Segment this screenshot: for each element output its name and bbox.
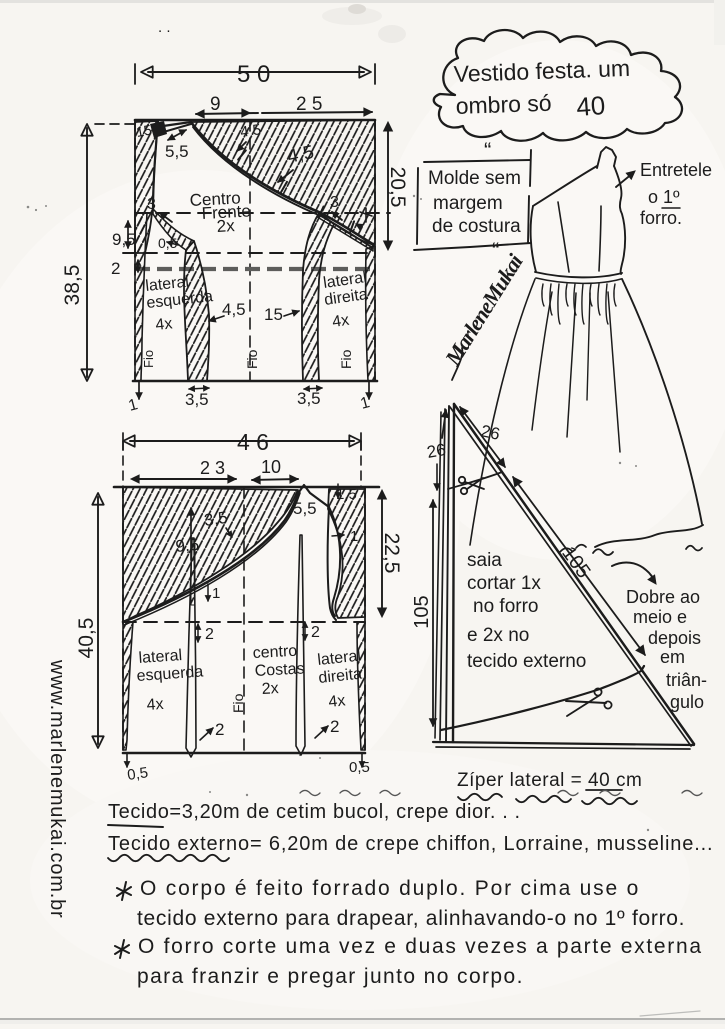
- svg-text:2x: 2x: [216, 216, 235, 236]
- svg-text:10: 10: [261, 457, 281, 477]
- svg-text:Fio: Fio: [230, 693, 246, 713]
- svg-text:9: 9: [210, 94, 221, 115]
- svg-text:0,5: 0,5: [126, 764, 149, 784]
- svg-text:Tecido=3,20m de cetim bucol,: Tecido=3,20m de cetim bucol, crepe dior.…: [108, 801, 521, 823]
- svg-text:para franzir e pregar junto: para franzir e pregar junto no corpo.: [137, 965, 524, 988]
- svg-text:forro.: forro.: [640, 208, 682, 228]
- svg-text:1,5: 1,5: [336, 486, 357, 503]
- svg-text:Centro: Centro: [189, 188, 241, 210]
- svg-text:centro: centro: [252, 643, 297, 662]
- svg-text:ombro só: ombro só: [455, 90, 552, 119]
- svg-text:3,5: 3,5: [297, 389, 321, 408]
- svg-text:e 2x no: e 2x no: [467, 625, 529, 646]
- svg-text:3: 3: [330, 194, 339, 211]
- svg-text:5,5: 5,5: [165, 142, 189, 161]
- svg-text:105: 105: [411, 595, 433, 628]
- svg-text:5,5: 5,5: [293, 499, 317, 518]
- svg-text:4x: 4x: [328, 692, 347, 711]
- svg-text:3,5: 3,5: [185, 390, 209, 409]
- svg-text:2: 2: [205, 626, 214, 643]
- svg-text:15: 15: [264, 305, 283, 324]
- svg-text:lateral: lateral: [145, 274, 190, 295]
- svg-text:Molde sem: Molde sem: [428, 168, 521, 189]
- svg-text:1: 1: [212, 585, 220, 602]
- svg-text:1: 1: [359, 394, 372, 413]
- svg-text:meio e: meio e: [633, 607, 687, 627]
- svg-text:2 5: 2 5: [296, 94, 322, 115]
- svg-text:40: 40: [575, 90, 606, 122]
- svg-text:2: 2: [215, 720, 224, 739]
- svg-text:esquerda: esquerda: [146, 288, 214, 312]
- svg-text:4 6: 4 6: [237, 429, 269, 455]
- svg-text:o 1º: o 1º: [648, 187, 680, 207]
- svg-text:triân-: triân-: [666, 670, 707, 690]
- svg-text:tecido externo: tecido externo: [467, 651, 586, 672]
- svg-text:1: 1: [350, 528, 358, 545]
- svg-text:2 3: 2 3: [200, 458, 225, 478]
- svg-text:. .: . .: [158, 19, 171, 36]
- svg-text:tecido externo para drapear,: tecido externo para drapear, alinhavando…: [137, 907, 685, 930]
- svg-text:2x: 2x: [261, 680, 279, 698]
- svg-text:direita: direita: [318, 666, 363, 687]
- svg-text:2: 2: [330, 717, 339, 736]
- svg-text:lateral: lateral: [322, 269, 368, 292]
- svg-text:Fio: Fio: [141, 350, 156, 368]
- svg-text:4x: 4x: [146, 696, 164, 714]
- svg-text:Fio: Fio: [244, 349, 260, 369]
- svg-text:40,5: 40,5: [75, 618, 98, 659]
- svg-text:cortar 1x: cortar 1x: [467, 573, 541, 594]
- svg-text:4x: 4x: [331, 312, 350, 331]
- svg-text:Costas: Costas: [254, 660, 305, 680]
- svg-text:1: 1: [127, 396, 140, 415]
- svg-text:38,5: 38,5: [61, 265, 84, 306]
- svg-text:2: 2: [111, 259, 120, 278]
- svg-text:Vestido festa. um: Vestido festa. um: [453, 55, 630, 87]
- svg-text:Fio: Fio: [338, 349, 354, 369]
- svg-text:saia: saia: [467, 550, 502, 571]
- svg-text:Zíper lateral = 40 cm: Zíper lateral = 40 cm: [457, 770, 642, 791]
- svg-text:margem: margem: [433, 193, 503, 214]
- svg-text:lateral: lateral: [317, 648, 362, 669]
- svg-text:Dobre ao: Dobre ao: [626, 587, 700, 607]
- svg-text:“: “: [484, 138, 491, 163]
- svg-text:www.marlenemukai.com.br: www.marlenemukai.com.br: [46, 659, 68, 918]
- svg-text:26: 26: [425, 440, 447, 462]
- svg-text:20,5: 20,5: [386, 167, 409, 208]
- svg-text:depois: depois: [648, 628, 701, 648]
- svg-text:15: 15: [135, 121, 153, 139]
- svg-text:em: em: [660, 647, 685, 667]
- svg-text:lateral: lateral: [138, 647, 183, 667]
- svg-text:gulo: gulo: [670, 692, 704, 712]
- svg-text:22,5: 22,5: [380, 533, 403, 574]
- svg-text:Entretele: Entretele: [640, 160, 712, 180]
- svg-text:“: “: [492, 238, 499, 263]
- svg-text:5 0: 5 0: [237, 61, 270, 88]
- svg-text:Frente: Frente: [201, 201, 251, 223]
- svg-text:3,5: 3,5: [203, 508, 229, 530]
- svg-text:4 5: 4 5: [239, 121, 262, 141]
- svg-text:direita: direita: [323, 286, 369, 309]
- svg-text:O corpo é feito forrado dup: O corpo é feito forrado duplo. Por cima …: [140, 877, 640, 900]
- svg-text:4x: 4x: [155, 315, 174, 334]
- svg-text:esquerda: esquerda: [136, 663, 204, 685]
- svg-text:9,5: 9,5: [175, 535, 200, 556]
- svg-text:no forro: no forro: [473, 596, 538, 617]
- svg-text:de costura: de costura: [432, 216, 521, 237]
- svg-text:3: 3: [147, 196, 156, 213]
- svg-text:2: 2: [311, 624, 320, 641]
- svg-text:Tecido externo= 6,20m de cre: Tecido externo= 6,20m de crepe chiffon, …: [108, 833, 713, 855]
- svg-text:O forro corte uma vez e d: O forro corte uma vez e duas vezes a par…: [138, 935, 703, 958]
- svg-text:0,5: 0,5: [349, 759, 370, 776]
- svg-text:4,5: 4,5: [222, 300, 246, 319]
- svg-text:9,5: 9,5: [112, 230, 136, 249]
